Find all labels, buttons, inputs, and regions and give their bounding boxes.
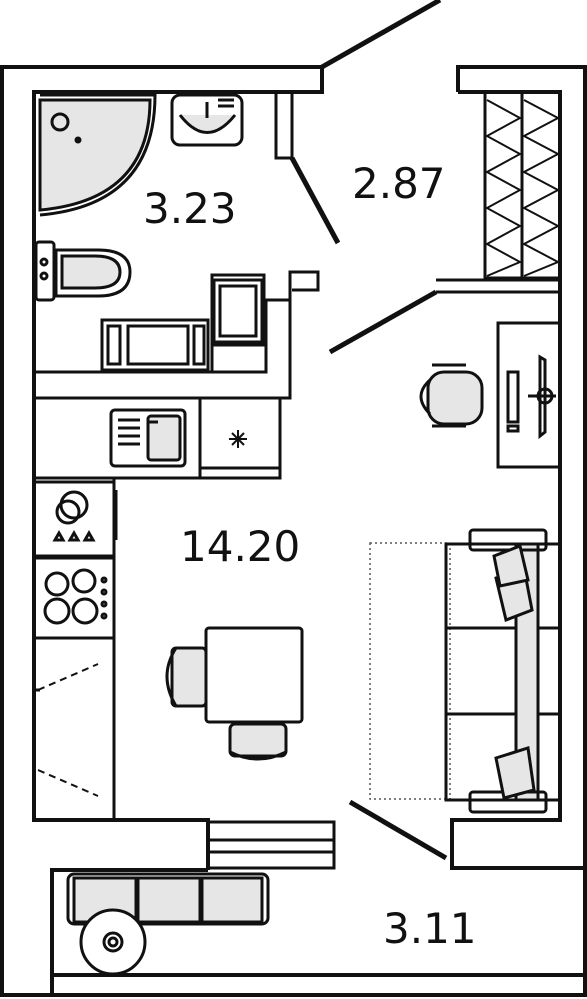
wardrobe-icon xyxy=(483,90,562,280)
stove-icon xyxy=(32,556,116,640)
interior-walls xyxy=(34,92,560,861)
shower-icon xyxy=(38,93,157,217)
monitor-icon xyxy=(506,354,556,440)
kitchen-sink-icon xyxy=(109,408,187,468)
radiator-icon xyxy=(206,820,336,870)
fridge-icon xyxy=(32,663,99,797)
living-room-area: 14.20 xyxy=(180,522,301,571)
sparkle-icon xyxy=(229,430,247,448)
toilet-icon xyxy=(34,240,132,302)
dishwasher-icon xyxy=(32,480,118,558)
sofa-bed-icon xyxy=(369,528,562,814)
washing-machine-icon xyxy=(100,278,264,372)
entrance-door-swing xyxy=(320,0,442,70)
dining-table-icon xyxy=(204,626,304,724)
bathroom-area: 3.23 xyxy=(143,184,237,233)
office-chair-icon xyxy=(419,363,484,428)
chair-icon xyxy=(165,646,288,761)
balcony-area: 3.11 xyxy=(383,904,477,953)
hall-area: 2.87 xyxy=(352,159,446,208)
desk-icon xyxy=(496,321,562,469)
round-table-icon xyxy=(79,908,147,976)
bathroom-sink-icon xyxy=(170,93,244,147)
